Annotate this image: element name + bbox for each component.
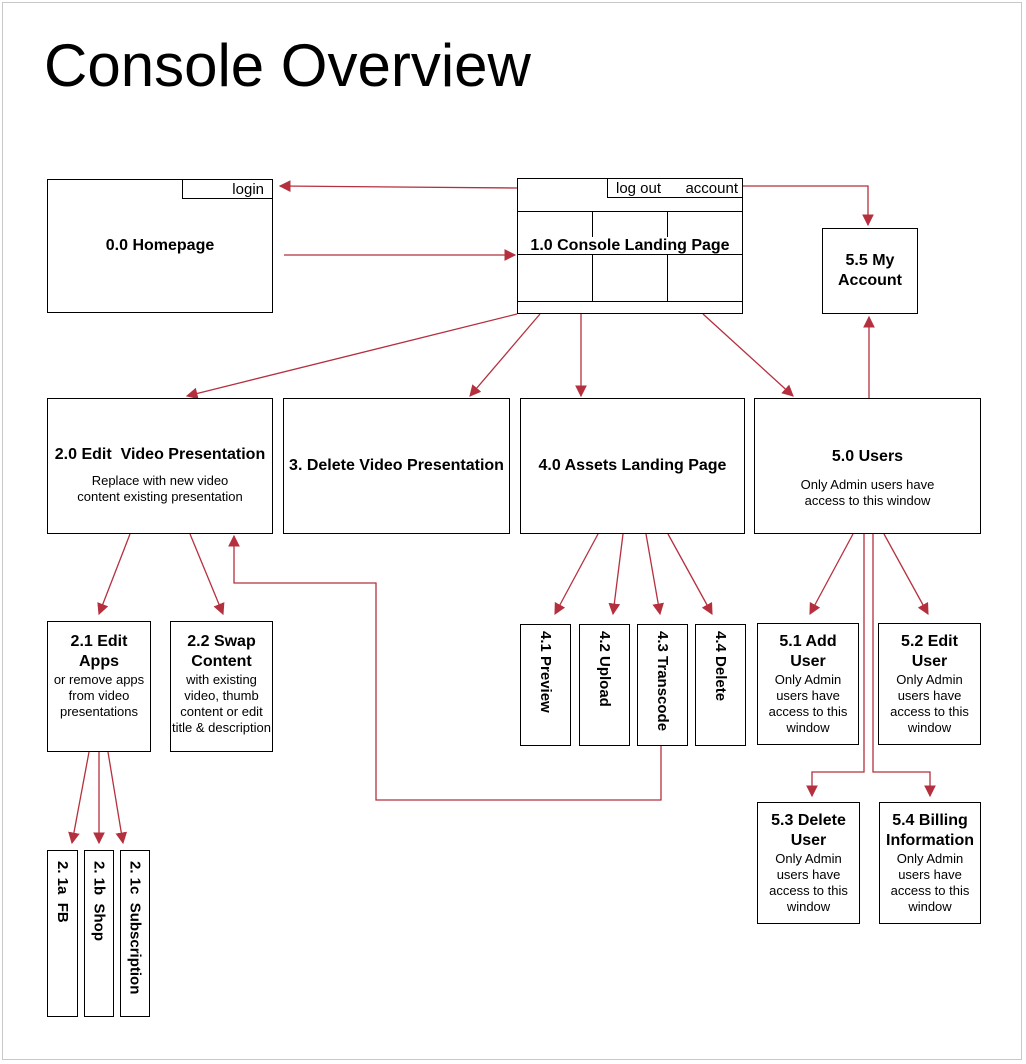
edit-apps-node[interactable]: 2.1 Edit Apps or remove apps from video …: [47, 621, 151, 752]
delete-asset-label: 4.4 Delete: [712, 631, 729, 702]
edit-user-desc: Only Admin users have access to this win…: [890, 672, 969, 735]
preview-node[interactable]: 4.1 Preview: [520, 624, 571, 746]
console-col-divider: [667, 211, 668, 301]
shop-node[interactable]: 2. 1b Shop: [84, 850, 114, 1017]
delete-video-label: 3. Delete Video Presentation: [289, 457, 504, 474]
transcode-node[interactable]: 4.3 Transcode: [637, 624, 688, 746]
edge-edit-video-to-swap: [189, 533, 225, 616]
edge-console-to-delete-video: [469, 313, 541, 397]
edge-users-to-billing: [872, 534, 936, 798]
assets-label: 4.0 Assets Landing Page: [538, 457, 727, 474]
edge-assets-to-preview: [554, 533, 599, 616]
assets-node[interactable]: 4.0 Assets Landing Page: [520, 398, 745, 534]
edge-users-to-add-user: [809, 533, 854, 616]
edge-account-to-my-account: [741, 185, 874, 227]
billing-label: 5.4 Billing Information: [886, 812, 974, 849]
delete-user-desc: Only Admin users have access to this win…: [769, 851, 848, 914]
upload-node[interactable]: 4.2 Upload: [579, 624, 630, 746]
my-account-node[interactable]: 5.5 My Account: [822, 228, 918, 314]
add-user-desc: Only Admin users have access to this win…: [768, 672, 848, 735]
edit-video-desc: Replace with new video content existing …: [77, 473, 243, 504]
delete-video-node[interactable]: 3. Delete Video Presentation: [283, 398, 510, 534]
edge-console-to-login: [278, 180, 518, 192]
preview-label: 4.1 Preview: [537, 631, 554, 713]
add-user-label: 5.1 Add User: [779, 633, 837, 670]
add-user-node[interactable]: 5.1 Add User Only Admin users have acces…: [757, 623, 859, 745]
console-row-divider: [518, 211, 742, 212]
account-link[interactable]: account: [685, 179, 738, 197]
edge-assets-to-delete: [667, 533, 713, 616]
edit-video-label: 2.0 Edit Video Presentation: [54, 446, 266, 463]
console-landing-node[interactable]: 1.0 Console Landing Page: [517, 178, 743, 314]
edit-apps-desc: or remove apps from video presentations: [53, 672, 145, 719]
edge-console-to-edit-video: [185, 313, 518, 400]
subscription-node[interactable]: 2. 1c Subscription: [120, 850, 150, 1017]
console-label-wrap: 1.0 Console Landing Page: [518, 236, 742, 256]
edge-users-to-delete-user: [806, 534, 865, 798]
delete-asset-node[interactable]: 4.4 Delete: [695, 624, 746, 746]
swap-content-label: 2.2 Swap Content: [187, 633, 256, 670]
console-row-divider: [518, 254, 742, 255]
edit-apps-label: 2.1 Edit Apps: [70, 633, 128, 670]
users-node[interactable]: 5.0 Users Only Admin users have access t…: [754, 398, 981, 534]
subscription-label: 2. 1c Subscription: [126, 861, 144, 995]
my-account-label: 5.5 My Account: [838, 252, 902, 289]
login-link[interactable]: login: [182, 179, 273, 199]
swap-content-desc: with existing video, thumb content or ed…: [172, 672, 271, 735]
edge-transcode-to-edit-video: [228, 534, 662, 801]
upload-label: 4.2 Upload: [596, 631, 613, 707]
console-col-divider: [592, 211, 593, 301]
delete-user-node[interactable]: 5.3 Delete User Only Admin users have ac…: [757, 802, 860, 924]
edge-console-to-users: [702, 313, 794, 397]
users-desc: Only Admin users have access to this win…: [800, 477, 935, 508]
fb-label: 2. 1a FB: [54, 861, 71, 923]
console-label: 1.0 Console Landing Page: [530, 237, 730, 254]
edge-edit-video-to-edit-apps: [97, 533, 131, 616]
billing-desc: Only Admin users have access to this win…: [890, 851, 970, 914]
edge-edit-apps-to-fb: [68, 751, 90, 845]
console-row-divider: [518, 301, 742, 302]
fb-node[interactable]: 2. 1a FB: [47, 850, 78, 1017]
delete-user-label: 5.3 Delete User: [771, 812, 846, 849]
transcode-label: 4.3 Transcode: [654, 631, 671, 732]
homepage-node[interactable]: 0.0 Homepage: [47, 179, 273, 313]
page-title: Console Overview: [44, 32, 531, 99]
edge-users-to-edit-user: [883, 533, 929, 616]
swap-content-node[interactable]: 2.2 Swap Content with existing video, th…: [170, 621, 273, 752]
homepage-label: 0.0 Homepage: [105, 237, 215, 254]
console-header-tab: log out account: [607, 178, 743, 198]
edge-assets-to-upload: [608, 533, 624, 616]
edit-video-node[interactable]: 2.0 Edit Video Presentation Replace with…: [47, 398, 273, 534]
billing-node[interactable]: 5.4 Billing Information Only Admin users…: [879, 802, 981, 924]
edge-edit-apps-to-subscription: [107, 751, 128, 845]
edit-user-node[interactable]: 5.2 Edit User Only Admin users have acce…: [878, 623, 981, 745]
logout-link[interactable]: log out: [616, 179, 662, 197]
edge-assets-to-transcode: [645, 533, 664, 616]
edit-user-label: 5.2 Edit User: [901, 633, 958, 670]
shop-label: 2. 1b Shop: [90, 861, 108, 942]
users-label: 5.0 Users: [831, 448, 904, 465]
